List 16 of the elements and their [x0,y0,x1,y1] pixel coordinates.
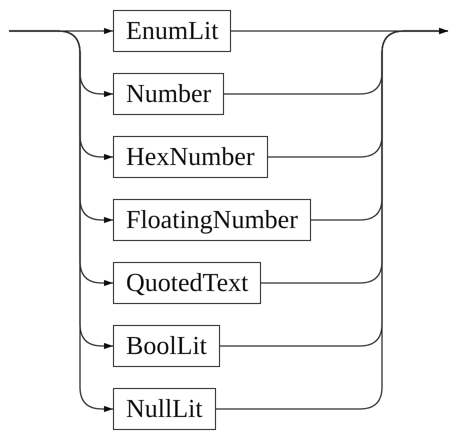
nonterminal-box [113,388,216,430]
nonterminal-name: HexNumber [126,142,255,172]
nonterminal-name: NullLit [126,394,203,424]
nonterminal-box [113,262,262,304]
connector-arrow [9,30,113,412]
nonterminal-box [113,73,224,115]
nonterminal-name: Number [126,79,212,109]
nonterminal-box [113,325,220,367]
nonterminal-box [113,10,232,52]
nonterminal-name: QuotedText [126,268,248,298]
nonterminal-name: FloatingNumber [126,205,298,235]
nonterminal-box [113,136,268,178]
nonterminal-name: BoolLit [126,331,207,361]
nonterminal-name: EnumLit [126,16,218,46]
connector-arrow [216,28,448,410]
nonterminal-box [113,199,311,241]
